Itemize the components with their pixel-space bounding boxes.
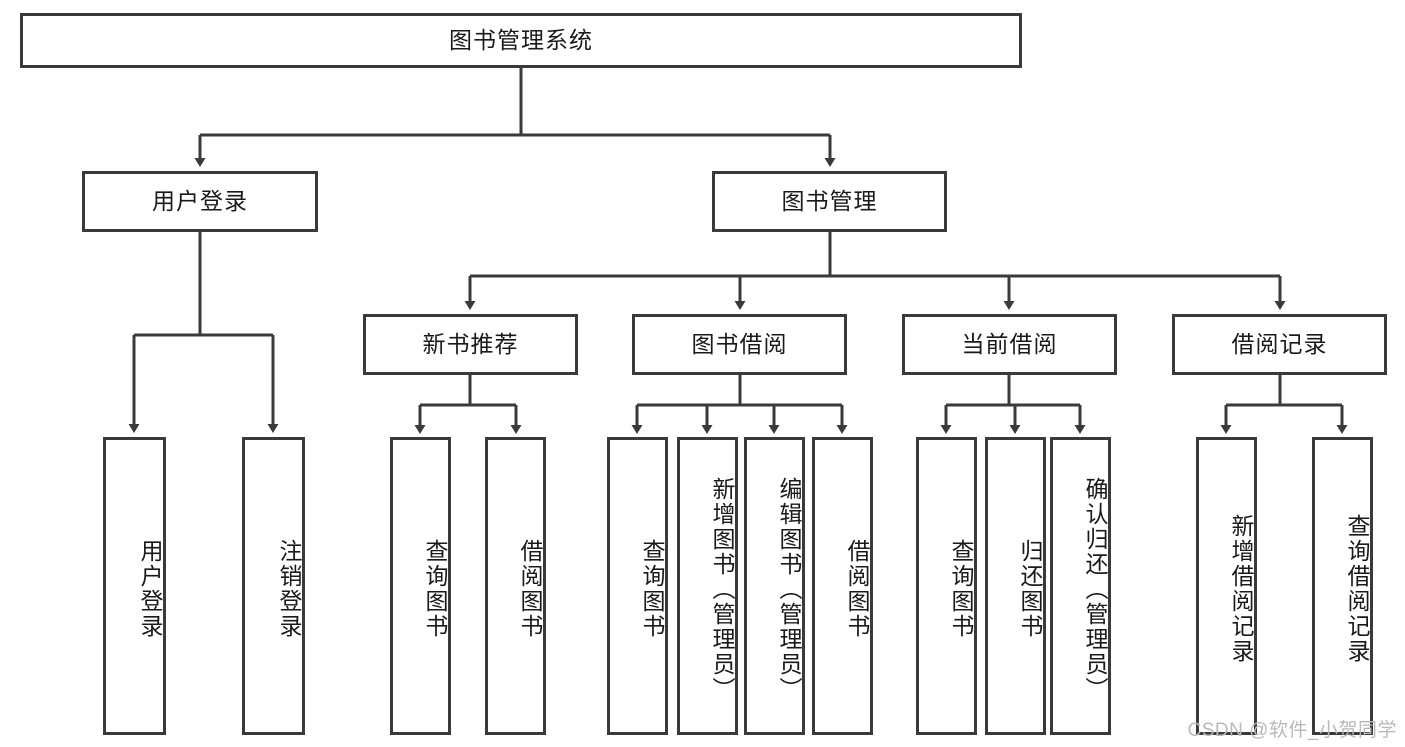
level2-node-current-borrow[interactable]: 当前借阅 [902, 314, 1117, 375]
node-label: 查询图书 [422, 539, 448, 639]
leaf-node-leaf-add-borrow-record[interactable]: 新增借阅记录 [1196, 437, 1257, 735]
node-label: 用户登录 [137, 539, 163, 639]
node-label: 注销登录 [276, 539, 302, 639]
node-label: 确认归还（管理员） [1082, 476, 1108, 702]
root-node-root[interactable]: 图书管理系统 [20, 13, 1022, 68]
node-label: 查询借阅记录 [1344, 514, 1370, 664]
leaf-node-leaf-borrow-book-recommend[interactable]: 借阅图书 [485, 437, 546, 735]
node-label: 新书推荐 [422, 330, 519, 357]
level2-node-borrow-records[interactable]: 借阅记录 [1172, 314, 1387, 375]
node-label: 借阅记录 [1231, 330, 1328, 357]
level1-node-user-login[interactable]: 用户登录 [82, 171, 318, 232]
level2-node-book-borrow[interactable]: 图书借阅 [632, 314, 847, 375]
leaf-node-leaf-add-book[interactable]: 新增图书（管理员） [677, 437, 738, 735]
level1-node-book-management[interactable]: 图书管理 [712, 171, 947, 232]
leaf-node-leaf-edit-book[interactable]: 编辑图书（管理员） [744, 437, 805, 735]
node-label: 查询图书 [948, 539, 974, 639]
leaf-node-leaf-query-book-borrow[interactable]: 查询图书 [607, 437, 668, 735]
leaf-node-leaf-borrow-book[interactable]: 借阅图书 [812, 437, 873, 735]
node-label: 新增图书（管理员） [709, 476, 735, 702]
level2-node-new-book-recommend[interactable]: 新书推荐 [363, 314, 578, 375]
node-label: 借阅图书 [844, 539, 870, 639]
node-label: 新增借阅记录 [1228, 514, 1254, 664]
node-label: 归还图书 [1017, 539, 1043, 639]
node-label: 图书管理 [781, 187, 878, 214]
node-label: 编辑图书（管理员） [776, 476, 802, 702]
leaf-node-leaf-query-book-current[interactable]: 查询图书 [916, 437, 977, 735]
leaf-node-leaf-query-book-recommend[interactable]: 查询图书 [390, 437, 451, 735]
leaf-node-leaf-user-login[interactable]: 用户登录 [103, 437, 166, 735]
node-label: 借阅图书 [517, 539, 543, 639]
leaf-node-leaf-return-book[interactable]: 归还图书 [985, 437, 1046, 735]
node-label: 用户登录 [152, 187, 248, 214]
leaf-node-leaf-logout[interactable]: 注销登录 [242, 437, 305, 735]
watermark-text: CSDN @软件_小贺同学 [1187, 720, 1397, 741]
node-label: 当前借阅 [961, 330, 1058, 357]
node-label: 查询图书 [639, 539, 665, 639]
node-label: 图书借阅 [691, 330, 788, 357]
leaf-node-leaf-confirm-return[interactable]: 确认归还（管理员） [1050, 437, 1111, 735]
leaf-node-leaf-query-borrow-record[interactable]: 查询借阅记录 [1312, 437, 1373, 735]
node-label: 图书管理系统 [449, 26, 593, 53]
